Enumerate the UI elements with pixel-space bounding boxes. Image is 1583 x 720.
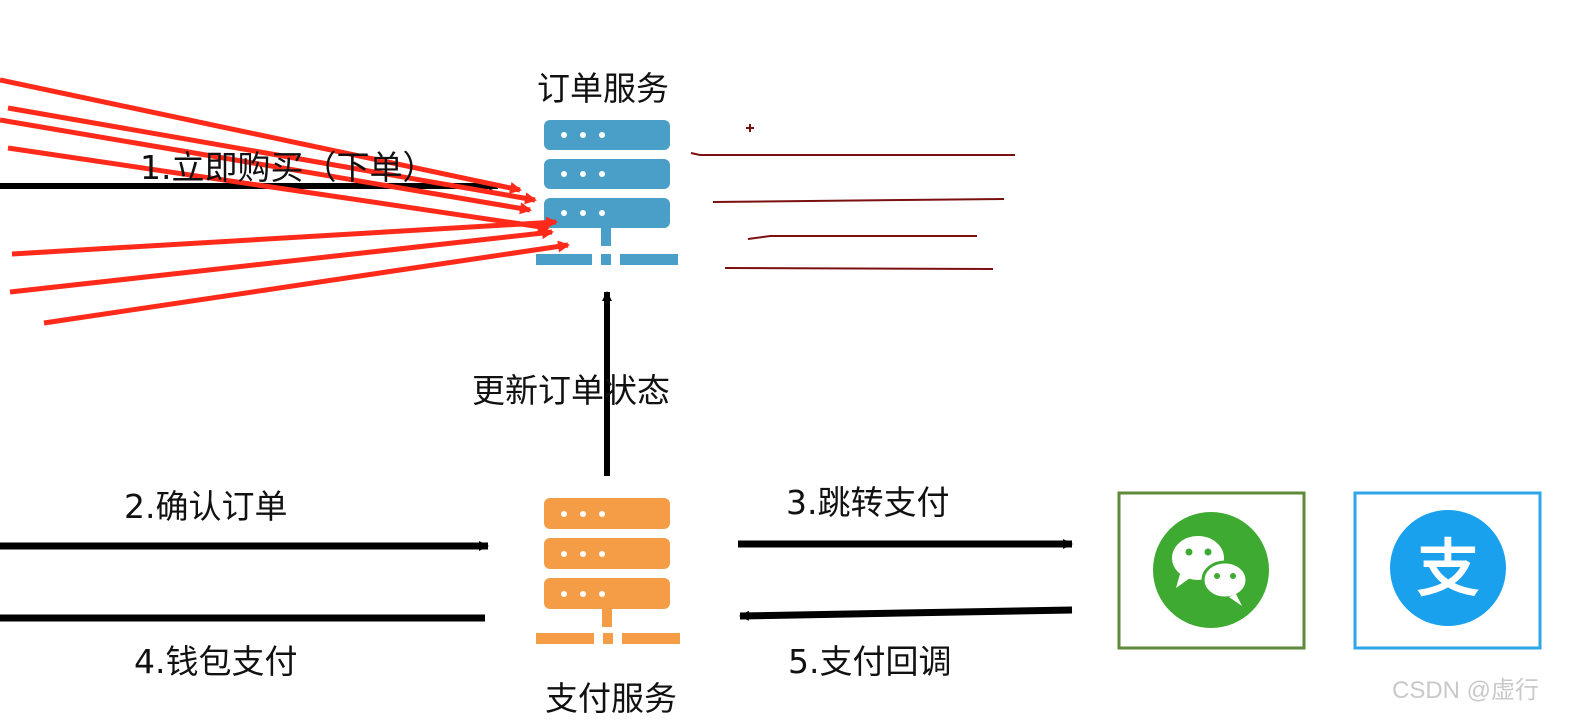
buy-step-label: 1.立即购买（下单） bbox=[140, 148, 436, 187]
watermark: CSDN @虚行 bbox=[1392, 677, 1540, 704]
order-service-label: 订单服务 bbox=[537, 69, 669, 108]
alipay-icon bbox=[1390, 510, 1506, 626]
payment-service-label: 支付服务 bbox=[545, 679, 677, 718]
wechat-pay-box bbox=[1117, 491, 1306, 650]
confirm-order-label: 2.确认订单 bbox=[124, 487, 288, 526]
alipay-box: 支 bbox=[1353, 491, 1542, 650]
jump-pay-label: 3.跳转支付 bbox=[786, 483, 950, 522]
update-status-label: 更新订单状态 bbox=[472, 371, 670, 410]
payment-service-server-icon bbox=[536, 498, 680, 644]
traffic-arrows bbox=[0, 77, 570, 326]
callback-arrow bbox=[739, 606, 1073, 621]
wechat-pay-icon bbox=[1153, 512, 1269, 628]
annotation-lines bbox=[690, 124, 1015, 270]
order-service-server-icon bbox=[536, 120, 678, 265]
alipay-glyph: 支 bbox=[1417, 532, 1479, 605]
wallet-pay-label: 4.钱包支付 bbox=[134, 642, 298, 681]
callback-label: 5.支付回调 bbox=[788, 642, 952, 681]
